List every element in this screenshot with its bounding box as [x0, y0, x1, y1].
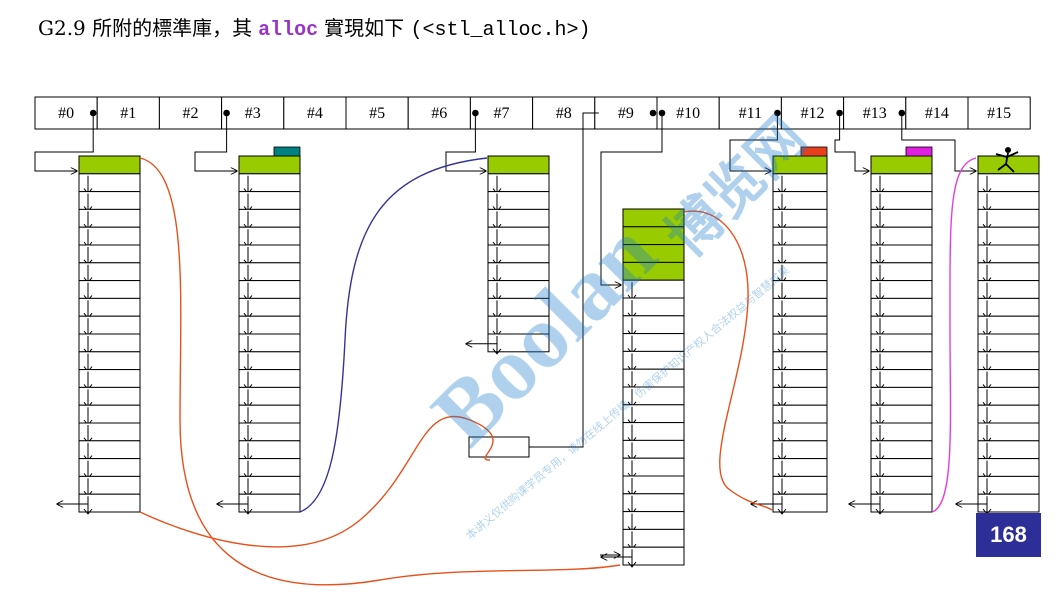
- allocated-block: [487, 155, 550, 175]
- free-block: [772, 458, 828, 477]
- slot-label: #4: [307, 105, 323, 122]
- slot-label: #15: [987, 105, 1011, 122]
- free-block: [772, 440, 828, 460]
- slot-label: #9: [618, 105, 634, 122]
- slot-label: #2: [183, 105, 199, 122]
- free-block: [772, 333, 828, 353]
- chain-15: [956, 155, 1040, 515]
- slot12-head-link: [834, 113, 869, 171]
- slot-cell: [967, 96, 1031, 130]
- title-suffix: 實現如下: [324, 16, 405, 40]
- slot-label: #8: [556, 105, 572, 122]
- orange-link-3: [683, 210, 773, 511]
- free-block: [772, 244, 828, 264]
- link-arrowhead: [875, 508, 885, 515]
- chunk-tag: [273, 146, 301, 157]
- free-block: [772, 351, 828, 371]
- chain-0: [57, 155, 141, 515]
- link-arrowhead: [83, 508, 93, 515]
- free-block: [977, 493, 1040, 513]
- free-list-array: #0 #1 #2 #3 #4 #5 #6 #7 #8 #9 #10 #11 #12 #13 #14 #15: [34, 96, 1031, 130]
- slot-label: #13: [863, 105, 887, 122]
- free-block: [772, 404, 828, 424]
- chunk-tag: [800, 146, 828, 157]
- free-block: [772, 226, 828, 246]
- watermark: Boolan博览网本讲义仅供购课学员专用，请勿在线上传播，伤害保护知识产权人合法…: [414, 107, 818, 543]
- slot-cell: [843, 96, 907, 130]
- free-block: [487, 333, 550, 353]
- slot-cell: [34, 96, 98, 130]
- memory-chains: [57, 146, 1040, 568]
- title-header-file: (<stl_alloc.h>): [410, 19, 591, 42]
- free-block: [772, 369, 828, 388]
- slot-cell: [718, 96, 782, 130]
- slot-cell: [96, 96, 160, 130]
- side-block: [468, 436, 530, 458]
- slot-label: #10: [676, 105, 700, 122]
- orange-link-2: [139, 415, 494, 548]
- link-arrowhead: [777, 508, 787, 515]
- free-block: [78, 493, 141, 513]
- blue-link: [299, 157, 488, 513]
- chain-9: [601, 208, 685, 568]
- allocated-block: [238, 155, 301, 175]
- slot-label: #14: [925, 105, 949, 122]
- stick-figure-body: [995, 151, 1019, 173]
- chain-7: [466, 155, 550, 355]
- free-block: [238, 493, 301, 513]
- slot-label: #11: [739, 105, 762, 122]
- free-block: [772, 191, 828, 210]
- chain-13: [849, 146, 933, 515]
- free-block: [772, 422, 828, 442]
- allocated-block: [977, 155, 1040, 175]
- slot-label: #7: [494, 105, 510, 122]
- slot7-head-link: [445, 113, 486, 171]
- slot10-head-link: [600, 113, 663, 285]
- free-block: [870, 493, 933, 513]
- free-block: [772, 475, 828, 495]
- free-block: [772, 208, 828, 228]
- slot11-head-link: [729, 113, 778, 171]
- title-prefix: G2.9 所附的標準庫，其: [38, 16, 253, 40]
- slot0-head-link: [34, 113, 94, 171]
- chain-11: [751, 146, 828, 515]
- slot-label: #3: [245, 105, 261, 122]
- stick-figure-icon: [995, 147, 1019, 173]
- slot-cell: [221, 96, 285, 130]
- slot-label: #1: [120, 105, 136, 122]
- allocated-block: [870, 155, 933, 175]
- slot-pointer-dot: [649, 109, 657, 117]
- stick-figure-head: [1005, 147, 1011, 153]
- slot-label: #12: [801, 105, 825, 122]
- allocated-block: [78, 155, 141, 175]
- chain-links: [34, 112, 1019, 586]
- slot-cell: [469, 96, 534, 130]
- magenta-link: [931, 157, 977, 513]
- slot-cell: [594, 96, 658, 130]
- page-number-badge: 168: [976, 513, 1041, 557]
- slot3-head-link: [194, 113, 237, 171]
- title-keyword: alloc: [258, 19, 319, 42]
- free-block: [772, 493, 828, 513]
- free-block: [772, 297, 828, 317]
- free-block: [622, 546, 685, 566]
- link-arrowhead: [627, 561, 637, 568]
- free-block: [772, 315, 828, 335]
- chain-3: [217, 146, 301, 515]
- link-arrowhead: [492, 348, 502, 355]
- slot-cell: [905, 96, 969, 130]
- slot-label: #6: [431, 105, 447, 122]
- chunk-tag: [905, 146, 933, 157]
- slot-cell: [345, 96, 409, 130]
- free-block: [772, 386, 828, 406]
- free-block: [772, 280, 828, 299]
- slot-label: #0: [58, 105, 74, 122]
- link-arrowhead: [243, 508, 253, 515]
- orange-link-1: [139, 157, 621, 586]
- slot-label: #5: [369, 105, 385, 122]
- slot13-head-link: [901, 113, 976, 171]
